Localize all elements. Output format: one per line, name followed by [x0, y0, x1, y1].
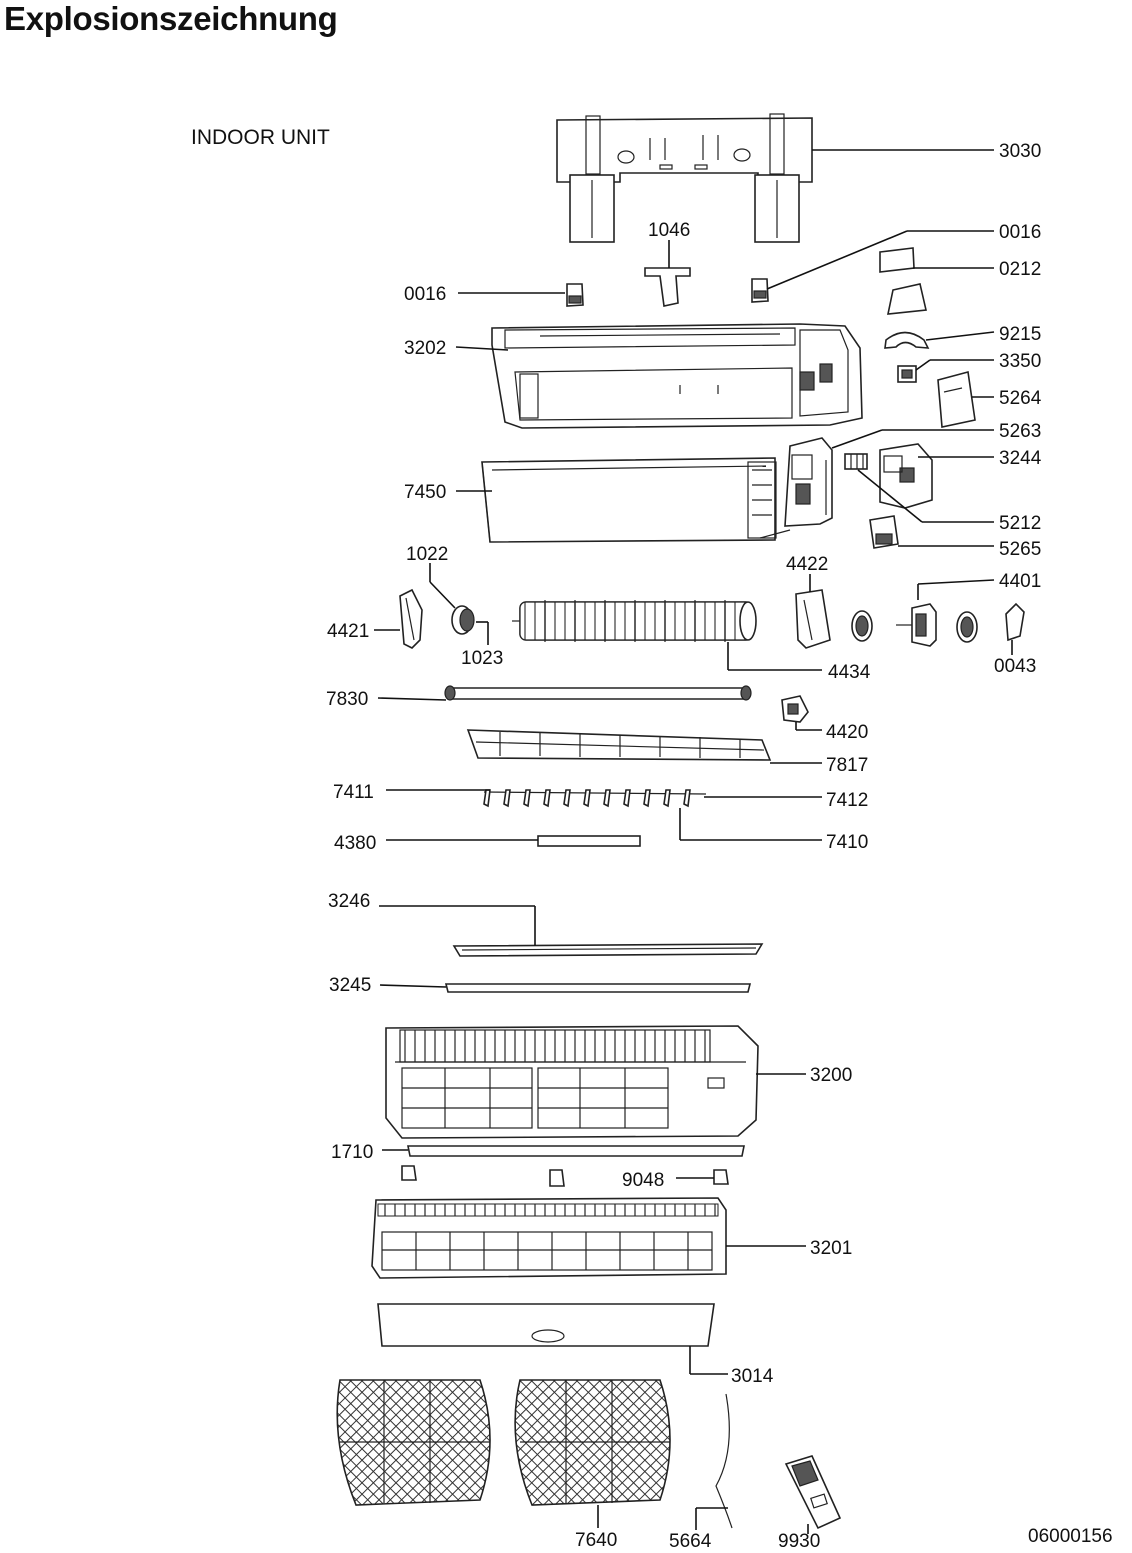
part-5264-electrical-cover [937, 370, 976, 428]
part-5212-sensor [844, 453, 868, 470]
callout-3200: 3200 [810, 1065, 852, 1086]
callout-4420: 4420 [826, 722, 868, 743]
part-5265-pcb [869, 515, 899, 549]
callout-1046: 1046 [648, 220, 690, 241]
callout-5263: 5263 [999, 421, 1041, 442]
part-7410-vertical-vanes [483, 789, 707, 808]
callout-0016-right: 0016 [999, 222, 1041, 243]
callout-3014: 3014 [731, 1366, 774, 1387]
callout-3201: 3201 [810, 1238, 852, 1259]
callout-7410: 7410 [826, 832, 868, 853]
part-motor-rubber-right [956, 611, 978, 643]
part-3014-front-cover [377, 1303, 715, 1347]
callout-5265: 5265 [999, 539, 1041, 560]
part-4422-motor-holder [795, 589, 831, 649]
callout-3350: 3350 [999, 351, 1041, 372]
callout-3244: 3244 [999, 448, 1042, 469]
part-motor-rubber-left [851, 610, 873, 642]
callout-1023: 1023 [461, 648, 503, 669]
callout-4434: 4434 [828, 662, 871, 683]
part-7830-drain-tube [444, 685, 752, 701]
part-3030-mounting-plate [556, 113, 813, 243]
part-3245-rail [444, 983, 752, 993]
part-1046-bracket [644, 267, 691, 307]
callout-4421: 4421 [327, 621, 369, 642]
callout-1710: 1710 [331, 1142, 373, 1163]
callout-0043: 0043 [994, 656, 1036, 677]
part-3200-front-frame [385, 1025, 759, 1139]
callout-5212: 5212 [999, 513, 1041, 534]
part-4401-fan-motor [896, 603, 937, 647]
part-7450-evaporator [481, 457, 791, 543]
callout-4380: 4380 [334, 833, 376, 854]
unit-heading: INDOOR UNIT [191, 126, 330, 149]
part-3202-chassis [491, 323, 863, 429]
part-1022-bearing [451, 605, 475, 635]
part-3244-terminal-block [879, 443, 933, 509]
callout-7412: 7412 [826, 790, 868, 811]
part-9048-hinges [401, 1165, 729, 1187]
document-number: 06000156 [1028, 1526, 1113, 1547]
part-0016-clip-right [751, 278, 769, 303]
callout-3245: 3245 [329, 975, 371, 996]
part-5664-cable [715, 1393, 733, 1529]
callout-7817: 7817 [826, 755, 868, 776]
part-0043-motor-clamp [1005, 602, 1025, 642]
callout-5664: 5664 [669, 1531, 712, 1552]
callout-4401: 4401 [999, 571, 1041, 592]
part-7640-air-filters [336, 1379, 671, 1506]
part-9215-clamp [884, 331, 930, 349]
part-0212-cover-plate [879, 247, 927, 315]
part-7817-louver-frame [466, 729, 772, 761]
part-3246-guide-rail [452, 943, 764, 957]
callout-7450: 7450 [404, 482, 446, 503]
callout-4422: 4422 [786, 554, 828, 575]
part-9930-remote-control [784, 1455, 842, 1530]
part-4420-stepper-motor [781, 695, 809, 723]
callout-9048: 9048 [622, 1170, 664, 1191]
callout-5264: 5264 [999, 388, 1042, 409]
callout-3246: 3246 [328, 891, 370, 912]
callout-9215: 9215 [999, 324, 1041, 345]
callout-1022: 1022 [406, 544, 448, 565]
part-4421-bearing-holder [399, 588, 423, 649]
part-3201-front-grille [371, 1197, 727, 1279]
part-3350-connector [897, 365, 917, 383]
callout-7640: 7640 [575, 1530, 617, 1551]
part-4434-cross-flow-fan [512, 600, 757, 642]
part-4380-display-board [537, 835, 641, 847]
callout-7830: 7830 [326, 689, 368, 710]
part-0016-clip-left [566, 283, 584, 307]
page-title: Explosionszeichnung [4, 0, 338, 37]
callout-7411: 7411 [333, 782, 374, 803]
callout-3202: 3202 [404, 338, 446, 359]
callout-0016-left: 0016 [404, 284, 446, 305]
part-1710-strip [407, 1145, 745, 1157]
callout-3030: 3030 [999, 141, 1041, 162]
callout-9930: 9930 [778, 1531, 820, 1552]
part-5263-control-box [784, 437, 833, 527]
callout-0212: 0212 [999, 259, 1041, 280]
